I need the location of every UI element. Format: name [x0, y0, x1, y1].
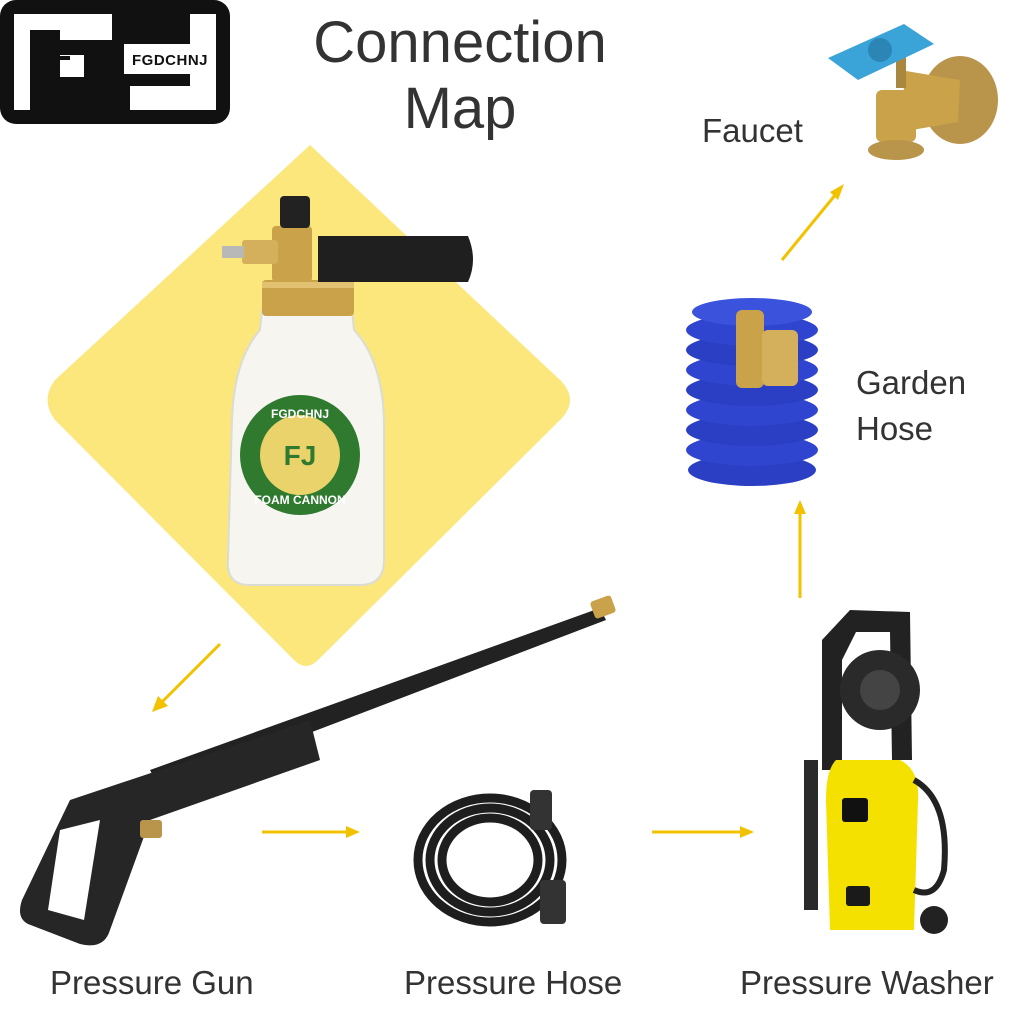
- pressure-washer-image: [804, 610, 948, 934]
- arrow-washer-to-garden-hose: [794, 500, 806, 598]
- arrow-foam-to-gun: [152, 642, 222, 712]
- label-pressure-gun: Pressure Gun: [50, 964, 254, 1001]
- label-garden-hose: Garden Hose: [856, 364, 967, 447]
- label-faucet: Faucet: [702, 112, 803, 149]
- label-pressure-hose: Pressure Hose: [404, 964, 623, 1001]
- svg-text:FJ: FJ: [284, 440, 317, 471]
- brand-logo: [0, 0, 230, 124]
- arrow-hose-to-washer: [652, 826, 754, 838]
- arrow-gun-to-hose: [262, 826, 360, 838]
- pressure-hose-image: [413, 790, 567, 927]
- arrow-garden-hose-to-faucet: [780, 184, 844, 261]
- label-pressure-washer: Pressure Washer: [740, 964, 994, 1001]
- badge-bottom-text: FOAM CANNON: [254, 493, 345, 507]
- pressure-gun-image: [20, 595, 616, 946]
- badge-top-text: FGDCHNJ: [271, 407, 329, 421]
- page-title: Connection Map: [313, 10, 607, 141]
- faucet-image: [828, 24, 998, 160]
- foam-cannon-image: FJ: [222, 196, 473, 586]
- garden-hose-image: [686, 298, 818, 486]
- brand-name: FGDCHNJ: [132, 52, 209, 69]
